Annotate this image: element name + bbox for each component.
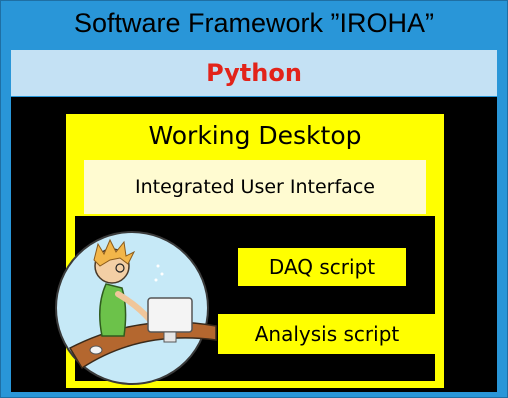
python-layer: Python [11, 50, 497, 96]
working-desktop-title: Working Desktop [148, 120, 362, 150]
person-body [99, 283, 127, 337]
glasses-icon [115, 263, 125, 273]
sparkle-icon [156, 264, 160, 268]
framework-title: Software Framework ”IROHA” [73, 7, 435, 38]
mouse-icon [89, 345, 103, 355]
analysis-script-box: Analysis script [218, 314, 436, 354]
monitor-icon [147, 297, 193, 333]
sparkle-icon [154, 278, 158, 282]
integrated-user-interface-box: Integrated User Interface [84, 160, 426, 214]
monitor-stand [163, 331, 177, 343]
person-hair [93, 238, 136, 267]
daq-script-box: DAQ script [238, 248, 406, 286]
person-at-computer-icon [55, 231, 217, 385]
sparkle-icon [160, 272, 164, 276]
